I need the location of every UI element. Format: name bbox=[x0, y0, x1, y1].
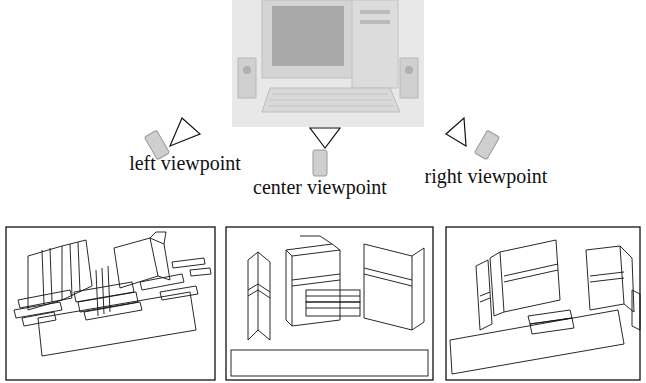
right-wireframe bbox=[450, 240, 640, 374]
computer-photo bbox=[232, 0, 424, 127]
center-wireframe bbox=[231, 236, 428, 376]
viewpoint-label: center viewpoint bbox=[253, 176, 387, 198]
view-panels bbox=[6, 227, 640, 380]
viewpoint-label: left viewpoint bbox=[129, 152, 241, 174]
left-wireframe bbox=[14, 232, 211, 356]
viewpoint-label: right viewpoint bbox=[425, 165, 548, 187]
